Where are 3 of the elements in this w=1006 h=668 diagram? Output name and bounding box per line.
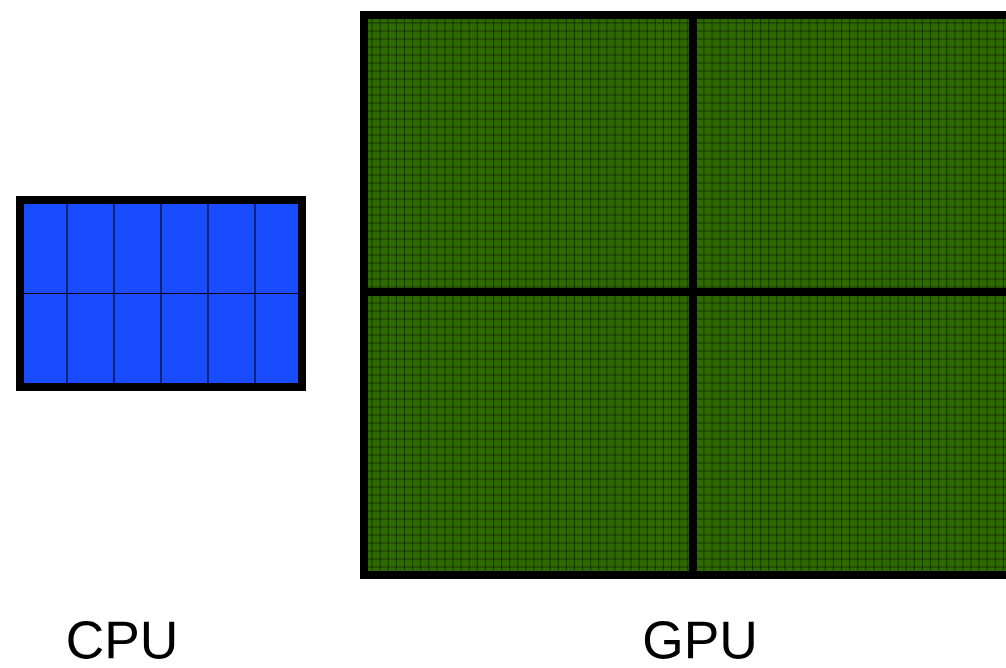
processor-block <box>16 196 306 391</box>
block-label: CPU <box>68 621 175 659</box>
processor-block <box>360 11 1006 579</box>
